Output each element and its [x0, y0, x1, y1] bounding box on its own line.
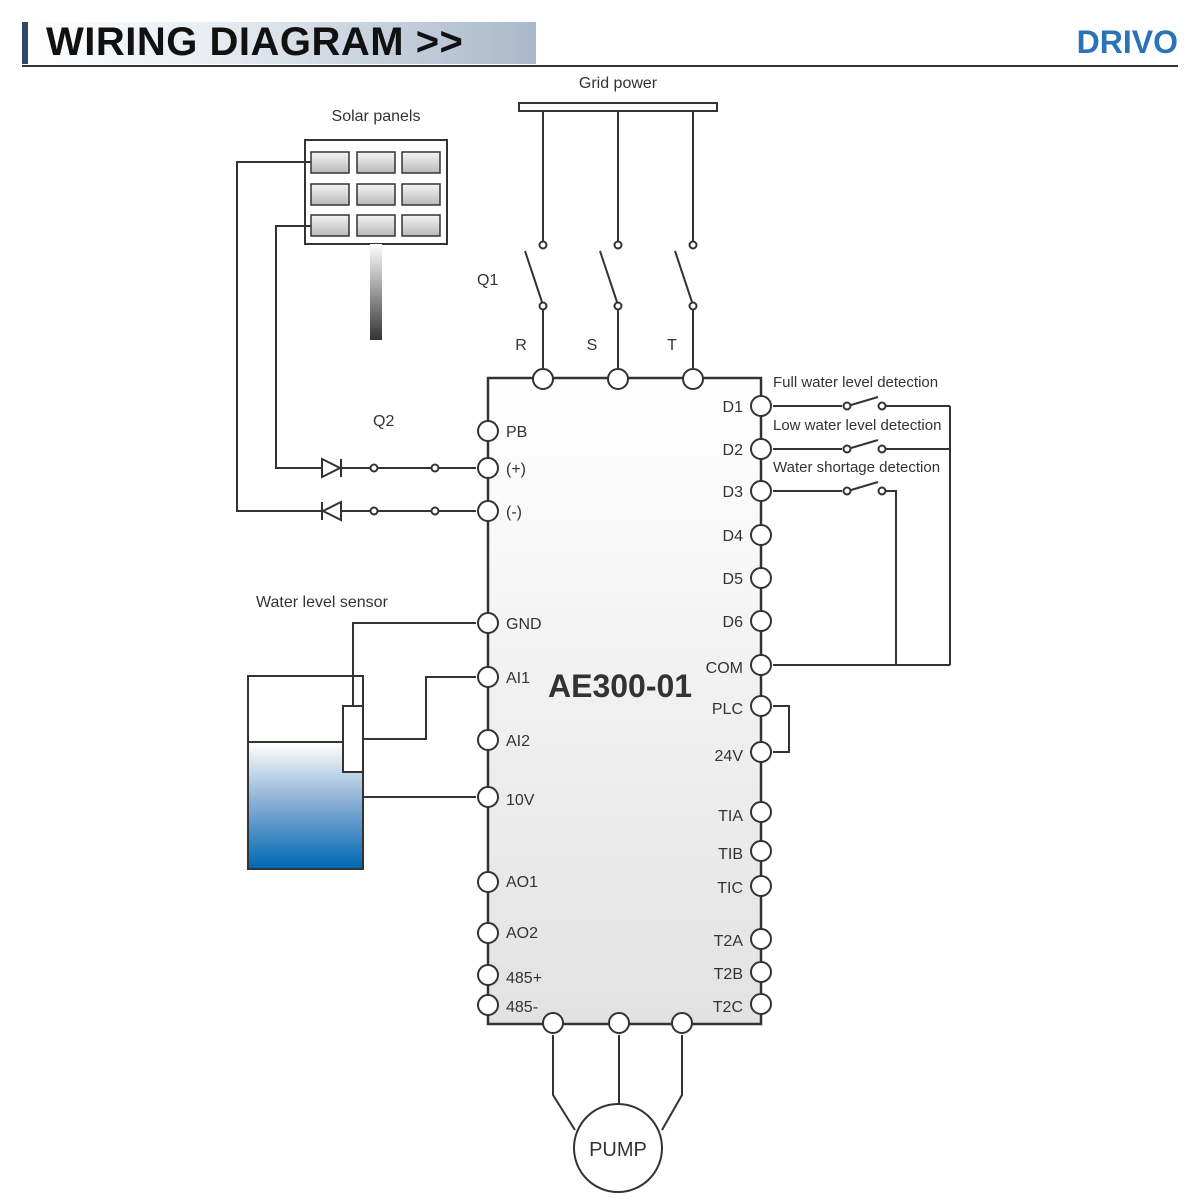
terminal-r [532, 368, 554, 390]
terminal-v [608, 1012, 630, 1034]
terminal-t2c [750, 993, 772, 1015]
terminal-485-minus [477, 994, 499, 1016]
grid-power-label: Grid power [579, 75, 658, 92]
terminal-label-com: COM [706, 660, 743, 677]
terminal-label-ao1: AO1 [506, 874, 538, 891]
terminal-label-485-minus: 485- [506, 999, 538, 1016]
solar-pole [370, 244, 382, 340]
drive-body [486, 376, 763, 1026]
q2-label: Q2 [373, 413, 394, 430]
terminal-u [542, 1012, 564, 1034]
terminal-24v [750, 741, 772, 763]
solar-cells [310, 151, 441, 237]
terminal-dc-minus [477, 500, 499, 522]
terminal-ai1 [477, 666, 499, 688]
level-sensor-probe [342, 705, 364, 773]
terminal-label-d5: D5 [723, 571, 744, 588]
terminal-label-dc-minus: (-) [506, 504, 522, 521]
terminal-label-ai1: AI1 [506, 670, 530, 687]
pump-symbol [573, 1103, 663, 1193]
phase-r-label: R [515, 337, 527, 354]
terminal-label-d1: D1 [723, 399, 744, 416]
brand-logo: DRIVO [1076, 24, 1178, 60]
terminal-com [750, 654, 772, 676]
terminal-d5 [750, 567, 772, 589]
terminal-label-t2a: T2A [714, 933, 744, 950]
terminal-t2a [750, 928, 772, 950]
water-level-sensor-label: Water level sensor [256, 594, 389, 611]
terminal-dc-plus [477, 457, 499, 479]
terminal-ao2 [477, 922, 499, 944]
terminal-ao1 [477, 871, 499, 893]
terminal-pb [477, 420, 499, 442]
phase-s-label: S [587, 337, 598, 354]
page-title: WIRING DIAGRAM >> [46, 20, 464, 64]
terminal-label-d4: D4 [723, 528, 744, 545]
terminal-label-t2b: T2B [714, 966, 743, 983]
terminal-d2 [750, 438, 772, 460]
terminal-d1 [750, 395, 772, 417]
terminal-label-d6: D6 [723, 614, 744, 631]
terminal-label-dc-plus: (+) [506, 461, 526, 478]
q1-label: Q1 [477, 272, 498, 289]
phase-t-label: T [667, 337, 677, 354]
terminal-group [477, 368, 772, 1034]
terminal-label-ai2: AI2 [506, 733, 530, 750]
terminal-label-tic: TIC [717, 880, 743, 897]
terminal-plc [750, 695, 772, 717]
terminal-tib [750, 840, 772, 862]
terminal-label-24v: 24V [715, 748, 744, 765]
terminal-t2b [750, 961, 772, 983]
terminal-label-ao2: AO2 [506, 925, 538, 942]
terminal-10v [477, 786, 499, 808]
terminal-label-gnd: GND [506, 616, 542, 633]
terminal-label-plc: PLC [712, 701, 743, 718]
low-water-label: Low water level detection [773, 417, 941, 434]
terminal-ai2 [477, 729, 499, 751]
terminal-label-tib: TIB [718, 846, 743, 863]
header-accent-bar [22, 22, 28, 64]
drive-model-label: AE300-01 [548, 668, 692, 704]
diode-positive [321, 457, 343, 479]
terminal-label-pb: PB [506, 424, 527, 441]
terminal-label-d2: D2 [723, 442, 744, 459]
q1-breaker-symbol [524, 240, 698, 311]
pump-label: PUMP [589, 1139, 647, 1161]
terminal-label-t2c: T2C [713, 999, 743, 1016]
terminal-label-485-plus: 485+ [506, 970, 542, 987]
terminal-gnd [477, 612, 499, 634]
terminal-label-tia: TIA [718, 808, 743, 825]
header-divider [22, 65, 1178, 67]
terminal-d3 [750, 480, 772, 502]
terminal-t [682, 368, 704, 390]
terminal-tia [750, 801, 772, 823]
diode-negative [320, 500, 342, 522]
terminal-d4 [750, 524, 772, 546]
terminal-tic [750, 875, 772, 897]
full-water-label: Full water level detection [773, 374, 938, 391]
terminal-s [607, 368, 629, 390]
solar-panels-label: Solar panels [332, 108, 421, 125]
terminal-485-plus [477, 964, 499, 986]
terminal-d6 [750, 610, 772, 632]
terminal-label-10v: 10V [506, 792, 535, 809]
header-band [22, 22, 536, 64]
grid-power-bus [518, 102, 718, 112]
water-shortage-label: Water shortage detection [773, 459, 940, 476]
terminal-w [671, 1012, 693, 1034]
terminal-label-d3: D3 [723, 484, 744, 501]
